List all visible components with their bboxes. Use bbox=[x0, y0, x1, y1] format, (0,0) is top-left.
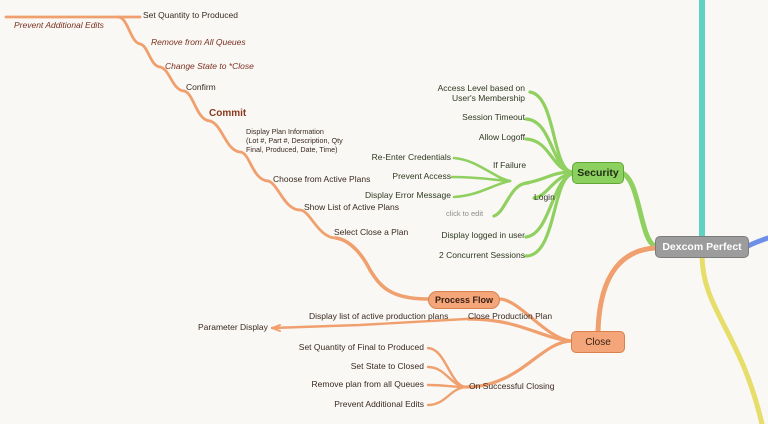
prevent-access-label[interactable]: Prevent Access bbox=[392, 171, 451, 181]
change-state-label[interactable]: Change State to *Close bbox=[165, 61, 254, 71]
set-qty-final-label[interactable]: Set Quantity of Final to Produced bbox=[298, 342, 424, 352]
connector-central-security bbox=[619, 170, 658, 249]
click-to-edit-hint[interactable]: click to edit bbox=[446, 209, 484, 218]
process-flow-node[interactable]: Process Flow bbox=[428, 291, 500, 309]
on-successful-closing-label[interactable]: On Successful Closing bbox=[469, 381, 555, 391]
if-failure-label[interactable]: If Failure bbox=[493, 160, 527, 170]
confirm-label[interactable]: Confirm bbox=[186, 82, 216, 92]
allow-logoff-label[interactable]: Allow Logoff bbox=[478, 132, 525, 142]
login-label[interactable]: Login bbox=[534, 192, 555, 202]
security-node[interactable]: Security bbox=[572, 162, 624, 184]
display-error-label[interactable]: Display Error Message bbox=[365, 190, 451, 200]
central-node[interactable]: Dexcom Perfect bbox=[655, 236, 749, 258]
close-node-label: Close bbox=[585, 336, 611, 348]
show-list-active-label[interactable]: Show List of Active Plans bbox=[304, 202, 399, 212]
select-close-plan-label[interactable]: Select Close a Plan bbox=[334, 227, 409, 237]
connector-central-close bbox=[595, 245, 658, 334]
security-node-label: Security bbox=[577, 167, 619, 179]
display-list-active-label[interactable]: Display list of active production plans bbox=[309, 311, 449, 321]
remove-plan-label[interactable]: Remove plan from all Queues bbox=[311, 379, 424, 389]
close-production-plan-label[interactable]: Close Production Plan bbox=[468, 311, 553, 321]
concurrent-sessions-label[interactable]: 2 Concurrent Sessions bbox=[439, 250, 525, 260]
session-timeout-label[interactable]: Session Timeout bbox=[462, 112, 525, 122]
access-level-label[interactable]: Access Level based on User's Membership bbox=[437, 83, 525, 103]
choose-active-label[interactable]: Choose from Active Plans bbox=[273, 174, 371, 184]
parameter-display-label[interactable]: Parameter Display bbox=[198, 322, 268, 332]
prevent-additional-label[interactable]: Prevent Additional Edits bbox=[14, 20, 104, 30]
set-state-closed-label[interactable]: Set State to Closed bbox=[350, 361, 424, 371]
prevent-edits-label[interactable]: Prevent Additional Edits bbox=[334, 399, 424, 409]
central-node-label: Dexcom Perfect bbox=[662, 241, 742, 253]
yellow-branch bbox=[699, 251, 765, 424]
reenter-credentials-label[interactable]: Re-Enter Credentials bbox=[371, 152, 451, 162]
set-qty-produced-label[interactable]: Set Quantity to Produced bbox=[143, 10, 238, 20]
display-plan-info-label[interactable]: Display Plan Information (Lot #, Part #,… bbox=[246, 127, 343, 154]
display-logged-user-label[interactable]: Display logged in user bbox=[441, 230, 525, 240]
commit-label[interactable]: Commit bbox=[209, 108, 247, 119]
process-flow-label: Process Flow bbox=[434, 295, 494, 305]
blue-branch bbox=[745, 235, 768, 249]
remove-all-queues-label[interactable]: Remove from All Queues bbox=[151, 37, 246, 47]
close-node[interactable]: Close bbox=[571, 331, 625, 353]
